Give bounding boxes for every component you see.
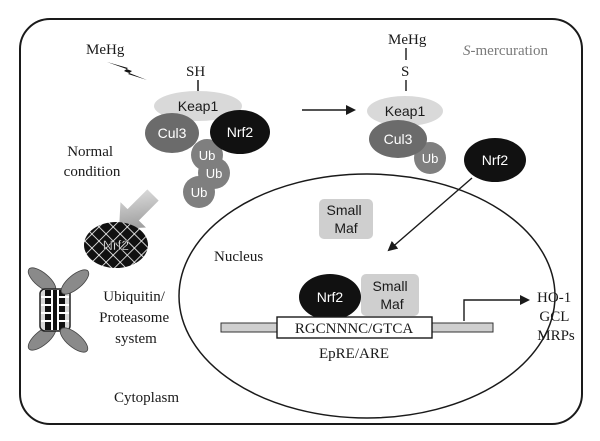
small-maf-bound-label: Small Maf [373, 278, 412, 312]
s-mercuration-label: S-mercuration [463, 43, 548, 59]
ub-3 [183, 176, 215, 208]
ubiquitin-proteasome-label: Ubiquitin/ Proteasome system [99, 289, 173, 347]
nrf2-bound-left [210, 110, 270, 154]
transcription-arrow [463, 295, 530, 321]
target-genes: HO-1 GCL MRPs [537, 290, 575, 344]
epre-are-box [276, 316, 433, 339]
ub-1-label: Ub [199, 148, 216, 163]
cul3-right [369, 120, 427, 158]
small-maf-free [319, 199, 373, 239]
nrf2-free-label: Nrf2 [482, 152, 509, 168]
cul3-left-label: Cul3 [158, 125, 187, 141]
degradation-arrow [119, 189, 159, 229]
epre-are-label: EpRE/ARE [319, 346, 389, 362]
ub-2-label: Ub [206, 166, 223, 181]
small-maf-bound [361, 274, 419, 316]
gene-gcl: GCL [539, 309, 569, 325]
nucleus-label: Nucleus [214, 249, 263, 265]
nrf2-free [464, 138, 526, 182]
lightning-bolt-icon [107, 62, 147, 80]
gene-ho1: HO-1 [537, 290, 571, 306]
cul3-left [145, 113, 199, 153]
nrf2-nuclear-label: Nrf2 [317, 289, 344, 305]
ub-3-label: Ub [191, 185, 208, 200]
cytoplasm-label: Cytoplasm [114, 390, 179, 406]
keap1-left-label: Keap1 [178, 98, 219, 114]
keap1-right [367, 96, 443, 126]
mehg-label-right: MeHg [388, 32, 427, 48]
nrf2-degraded-label: Nrf2 [103, 237, 130, 253]
small-maf-free-label: Small Maf [327, 202, 366, 236]
normal-condition-label: Normal condition [64, 144, 121, 180]
translocation-arrow [387, 177, 473, 252]
epre-are-sequence: RGCNNNC/GTCA [295, 321, 414, 337]
nrf2-bound-left-label: Nrf2 [227, 124, 254, 140]
mehg-label-left: MeHg [86, 42, 125, 58]
ub-right-label: Ub [422, 151, 439, 166]
ub-right [414, 142, 446, 174]
sh-label: SH [186, 64, 205, 80]
gene-mrps: MRPs [537, 328, 575, 344]
nrf2-nuclear [299, 274, 361, 320]
nrf2-degraded [84, 222, 148, 268]
s-label: S [401, 64, 409, 80]
proteasome-icon [27, 267, 90, 353]
keap1-right-label: Keap1 [385, 103, 426, 119]
cul3-right-label: Cul3 [384, 131, 413, 147]
